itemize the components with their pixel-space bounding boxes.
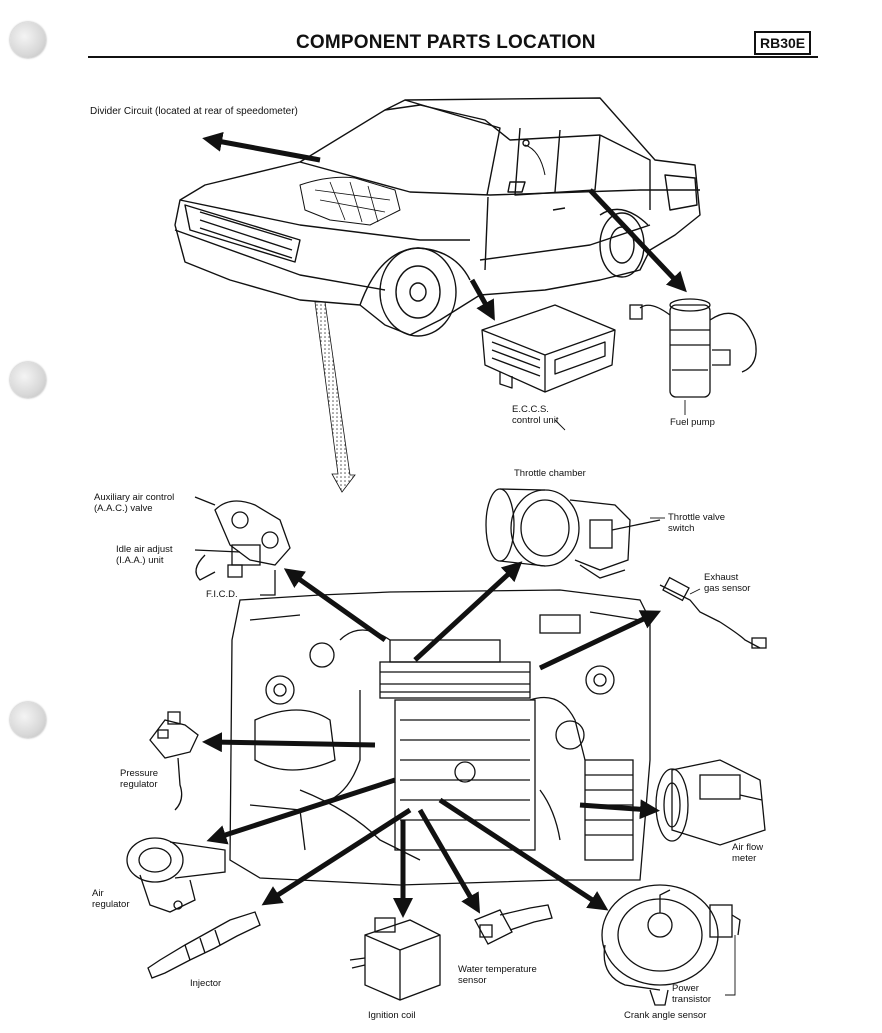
binder-hole-bottom [10, 702, 46, 738]
arrow-fuel-pump [588, 188, 687, 293]
label-water-temperature-sensor: Water temperature sensor [458, 964, 537, 986]
fuel-pump-illustration [629, 298, 757, 398]
label-fuel-pump: Fuel pump [670, 417, 715, 428]
label-eccs-control-unit: E.C.C.S. control unit [512, 404, 559, 426]
detail-pointer [314, 301, 356, 493]
label-iaa-unit: Idle air adjust (I.A.A.) unit [116, 544, 173, 566]
label-crank-angle-sensor: Crank angle sensor [624, 1010, 707, 1021]
label-pressure-regulator: Pressure regulator [120, 768, 159, 790]
air-flow-meter-illustration [655, 759, 766, 846]
water-temp-sensor-illustration [474, 904, 553, 945]
label-throttle-valve-switch: Throttle valve switch [668, 512, 726, 534]
arrow-air-flow [579, 799, 660, 820]
leader-lines [554, 400, 736, 996]
label-ignition-coil: Ignition coil [368, 1010, 416, 1021]
eccs-control-unit-illustration [481, 304, 616, 393]
page-title: COMPONENT PARTS LOCATION [296, 32, 596, 53]
throttle-chamber-illustration [485, 488, 661, 579]
label-ficd: F.I.C.D. [206, 589, 238, 600]
label-throttle-chamber: Throttle chamber [514, 468, 586, 479]
label-aac-valve: Auxiliary air control (A.A.C.) valve [94, 492, 175, 514]
arrow-divider-circuit [202, 131, 321, 163]
arrow-air-reg [206, 777, 396, 845]
aac-valve-illustration [194, 496, 291, 596]
label-air-regulator: Air regulator [92, 888, 130, 910]
ignition-coil-illustration [349, 917, 441, 1001]
label-power-transistor: Power transistor [672, 983, 712, 1005]
arrow-exhaust [538, 610, 662, 671]
label-exhaust-gas-sensor: Exhaust gas sensor [704, 572, 751, 594]
engine-bay-illustration [229, 589, 651, 886]
pressure-regulator-illustration [149, 711, 199, 811]
label-air-flow-meter: Air flow meter [732, 842, 764, 864]
arrow-eccs [469, 278, 495, 321]
arrow-pressure-reg [202, 732, 376, 753]
sedan-illustration [174, 97, 701, 337]
header-rule [88, 56, 818, 58]
engine-code-badge: RB30E [754, 31, 812, 55]
label-divider-circuit: Divider Circuit (located at rear of spee… [90, 106, 298, 117]
binder-hole-top [10, 22, 46, 58]
crank-angle-sensor-illustration [601, 884, 741, 1006]
label-injector: Injector [190, 978, 222, 989]
pointer-arrows [202, 131, 687, 918]
injector-illustration [147, 911, 261, 979]
air-regulator-illustration [126, 837, 226, 913]
arrow-water-temp [417, 808, 481, 914]
arrow-injector [261, 807, 412, 906]
exhaust-gas-sensor-illustration [659, 576, 767, 649]
arrow-aac [283, 568, 387, 643]
arrow-throttle [413, 561, 523, 662]
binder-hole-middle [10, 362, 46, 398]
arrow-crank [438, 797, 609, 911]
